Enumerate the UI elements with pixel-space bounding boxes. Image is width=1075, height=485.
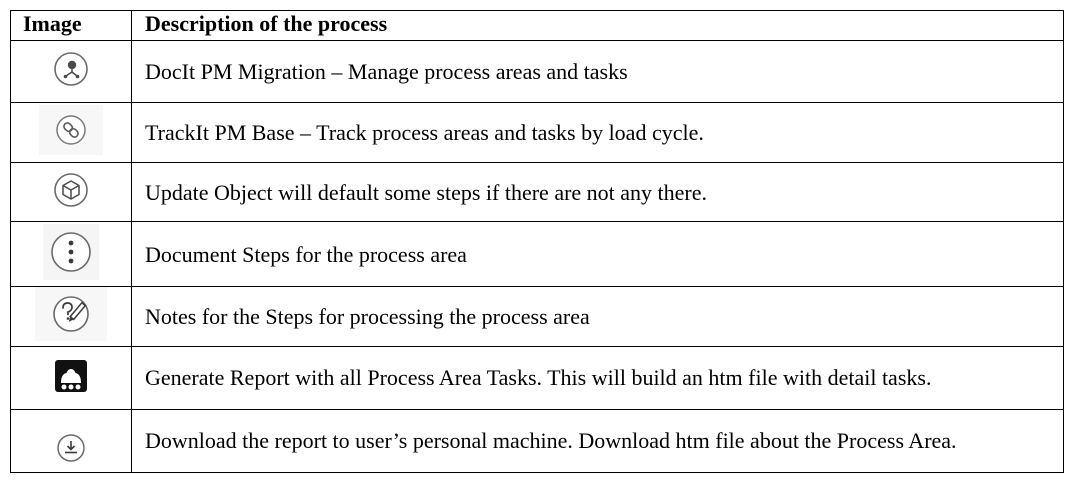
process-areas-icon <box>52 50 90 93</box>
row-description: Download the report to user’s personal m… <box>131 409 1064 473</box>
row-description: Generate Report with all Process Area Ta… <box>131 346 1064 410</box>
question-pencil-icon <box>35 287 107 346</box>
icon-cell <box>10 286 132 347</box>
header-description: Description of the process <box>131 10 1064 41</box>
icon-cell <box>10 40 132 103</box>
vertical-dots-icon <box>43 223 99 285</box>
link-icon <box>39 105 103 160</box>
icon-cell <box>10 102 132 163</box>
cube-icon <box>52 171 90 214</box>
table-row: Notes for the Steps for processing the p… <box>10 286 1064 347</box>
row-description: Notes for the Steps for processing the p… <box>131 286 1064 347</box>
icon-cell <box>10 221 132 287</box>
header-image: Image <box>10 10 132 41</box>
table-row: Document Steps for the process area <box>10 221 1064 287</box>
report-icon <box>54 359 88 398</box>
icon-cell <box>10 409 132 473</box>
row-description: Document Steps for the process area <box>131 221 1064 287</box>
download-icon <box>56 433 86 468</box>
row-description: TrackIt PM Base – Track process areas an… <box>131 102 1064 163</box>
table-row: Update Object will default some steps if… <box>10 162 1064 222</box>
icon-cell <box>10 162 132 222</box>
process-table: Image Description of the process DocIt P… <box>10 10 1064 473</box>
table-row: Download the report to user’s personal m… <box>10 409 1064 473</box>
row-description: Update Object will default some steps if… <box>131 162 1064 222</box>
table-row: TrackIt PM Base – Track process areas an… <box>10 102 1064 163</box>
table-row: DocIt PM Migration – Manage process area… <box>10 40 1064 103</box>
icon-cell <box>10 346 132 410</box>
table-row: Generate Report with all Process Area Ta… <box>10 346 1064 410</box>
table-header-row: Image Description of the process <box>10 10 1064 41</box>
row-description: DocIt PM Migration – Manage process area… <box>131 40 1064 103</box>
